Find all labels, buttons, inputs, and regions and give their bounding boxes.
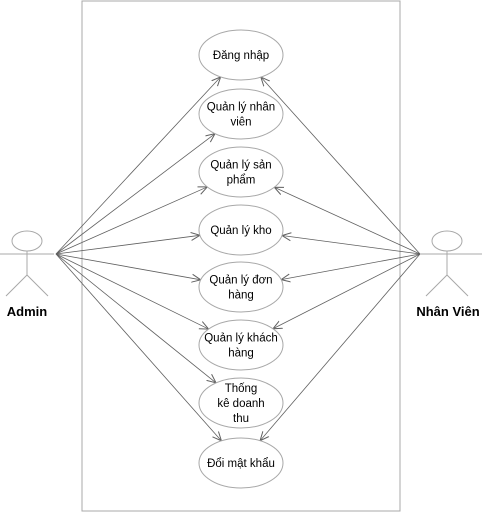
staff-association-quan-ly-kho bbox=[282, 235, 421, 255]
use-case-dang-nhap: Đăng nhập bbox=[198, 29, 284, 81]
use-case-label: Đăng nhập bbox=[213, 50, 269, 62]
staff-figure bbox=[420, 230, 482, 297]
use-case-thong-ke-doanh-thu: Thống kê doanh thu bbox=[198, 377, 284, 429]
use-case-quan-ly-nhan-vien: Quản lý nhân viên bbox=[198, 88, 284, 140]
admin-association-dang-nhap bbox=[55, 77, 221, 255]
use-case-label: phẩm bbox=[227, 175, 256, 187]
admin-association-quan-ly-kho bbox=[55, 235, 200, 255]
admin-association-quan-ly-khach-hang bbox=[55, 253, 209, 329]
admin-actor: Admin bbox=[0, 230, 54, 319]
use-case-quan-ly-khach-hang: Quản lý khách hàng bbox=[198, 319, 284, 371]
use-case-ellipse bbox=[198, 146, 284, 198]
use-case-label: viên bbox=[230, 117, 251, 129]
system-boundary bbox=[81, 0, 401, 512]
use-case-quan-ly-don-hang: Quản lý đơn hàng bbox=[198, 261, 284, 313]
use-case-label: kê doanh bbox=[217, 398, 264, 410]
use-case-ellipse bbox=[198, 377, 284, 429]
use-case-label: Thống bbox=[225, 383, 258, 395]
staff-association-quan-ly-san-pham bbox=[274, 187, 421, 255]
staff-association-quan-ly-don-hang bbox=[281, 253, 421, 280]
use-case-label: Quản lý khách bbox=[204, 333, 278, 345]
use-case-label: Quản lý sản bbox=[210, 160, 271, 172]
use-case-label: Quản lý nhân bbox=[207, 102, 275, 114]
use-case-ellipse bbox=[198, 319, 284, 371]
use-case-label: Quản lý đơn bbox=[209, 275, 272, 287]
staff-association-quan-ly-khach-hang bbox=[273, 253, 421, 329]
use-case-doi-mat-khau: Đổi mật khẩu bbox=[198, 437, 284, 489]
use-case-ellipse bbox=[198, 204, 284, 256]
use-case-quan-ly-san-pham: Quản lý sản phẩm bbox=[198, 146, 284, 198]
admin-label: Admin bbox=[7, 304, 48, 319]
use-case-quan-ly-kho: Quản lý kho bbox=[198, 204, 284, 256]
use-case-ellipse bbox=[198, 261, 284, 313]
use-case-label: hàng bbox=[228, 290, 254, 302]
use-case-label: Quản lý kho bbox=[210, 225, 271, 237]
admin-association-quan-ly-nhan-vien bbox=[55, 134, 215, 255]
staff-label: Nhân Viên bbox=[416, 304, 479, 319]
admin-association-thong-ke-doanh-thu bbox=[55, 253, 216, 383]
associations bbox=[55, 77, 421, 441]
staff-association-doi-mat-khau bbox=[260, 253, 421, 441]
staff-association-dang-nhap bbox=[261, 77, 421, 255]
use-case-label: hàng bbox=[228, 348, 254, 360]
use-case-label: thu bbox=[233, 413, 249, 425]
use-case-ellipse bbox=[198, 437, 284, 489]
staff-actor: Nhân Viên bbox=[416, 230, 482, 319]
use-case-ellipse bbox=[198, 88, 284, 140]
use-case-ellipse bbox=[198, 29, 284, 81]
use-case-label: Đổi mật khẩu bbox=[207, 458, 275, 470]
admin-figure bbox=[0, 230, 54, 297]
admin-association-quan-ly-san-pham bbox=[55, 187, 207, 255]
admin-association-doi-mat-khau bbox=[55, 253, 221, 441]
admin-association-quan-ly-don-hang bbox=[55, 253, 201, 280]
